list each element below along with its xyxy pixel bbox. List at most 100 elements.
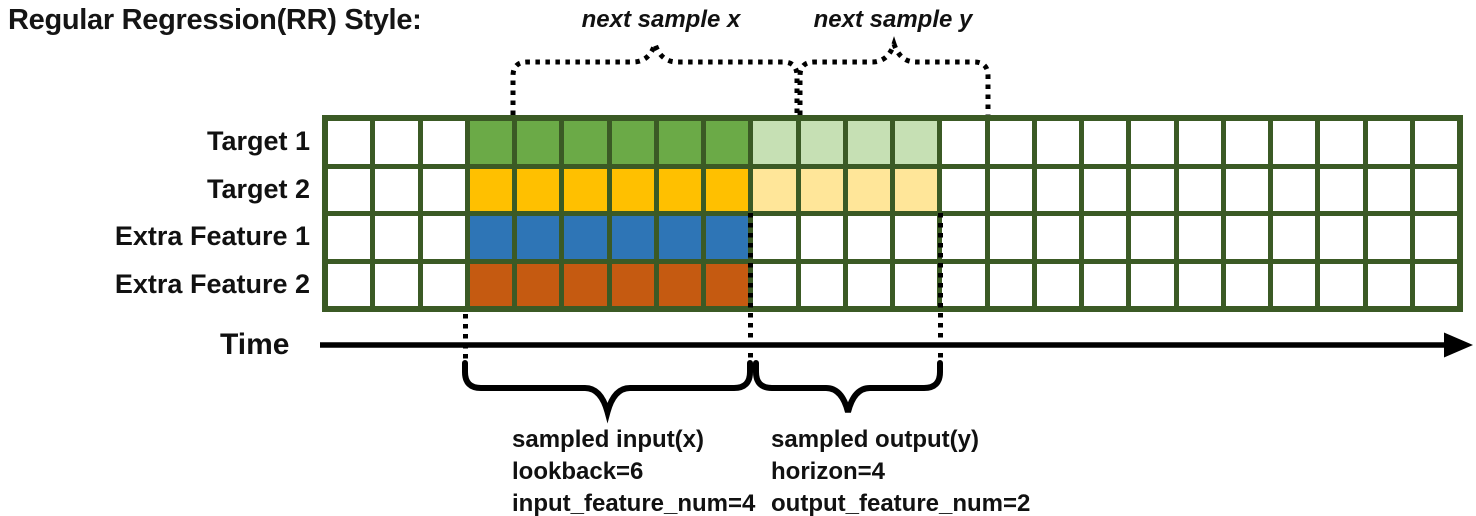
grid-cell-r2-c10-output [753,168,796,211]
grid-cell-r4-c5-input [517,263,560,306]
grid-cell-r1-c7-input [611,121,654,164]
grid-cell-r2-c23-empty [1367,168,1410,211]
grid-cell-r2-c5-input [517,168,560,211]
grid-cell-r1-c6-input [564,121,607,164]
grid-cell-r4-c22-empty [1320,263,1363,306]
grid-cell-r2-c6-input [564,168,607,211]
grid-cell-r4-c15-empty [989,263,1032,306]
grid-cell-r3-c5-input [517,216,560,259]
grid-cell-r2-c20-empty [1225,168,1268,211]
grid-cell-r1-c20-empty [1225,121,1268,164]
grid-cell-r2-c24-empty [1414,168,1457,211]
output-feature-num-value: output_feature_num=2 [771,490,1031,516]
grid-cell-r1-c8-input [658,121,701,164]
sampled-input-title: sampled input(x) [512,426,705,453]
grid-cell-r2-c12-output [847,168,890,211]
grid-cell-r1-c5-input [517,121,560,164]
grid-cell-r2-c22-empty [1320,168,1363,211]
grid-cell-r3-c8-input [658,216,701,259]
grid-cell-r4-c11-empty [800,263,843,306]
grid-cell-r3-c1-empty [328,216,371,259]
diagram-title: Regular Regression(RR) Style: [8,4,422,36]
grid-cell-r3-c3-empty [422,216,465,259]
grid-cell-r4-c4-input [469,263,512,306]
grid-cell-r2-c4-input [469,168,512,211]
grid-cell-r1-c24-empty [1414,121,1457,164]
next-sample-x-brace [510,36,800,115]
grid-cell-r2-c8-input [658,168,701,211]
grid-cell-r4-c1-empty [328,263,371,306]
grid-cell-r3-c2-empty [375,216,418,259]
grid-cell-r3-c21-empty [1273,216,1316,259]
sampled-output-title: sampled output(y) [771,426,979,453]
grid-cell-r4-c7-input [611,263,654,306]
grid-cell-r1-c2-empty [375,121,418,164]
grid-cell-r2-c16-empty [1036,168,1079,211]
grid-cell-r4-c17-empty [1084,263,1127,306]
sampled-output-caption: sampled output(y) horizon=4 output_featu… [771,424,1030,516]
grid-cell-r3-c16-empty [1036,216,1079,259]
grid-cell-r3-c12-empty [847,216,890,259]
grid-cell-r4-c20-empty [1225,263,1268,306]
grid-cell-r4-c16-empty [1036,263,1079,306]
grid-cell-r2-c13-output [895,168,938,211]
grid-cell-r1-c1-empty [328,121,371,164]
grid-cell-r1-c15-empty [989,121,1032,164]
grid-cell-r3-c13-empty [895,216,938,259]
horizon-value: horizon=4 [771,458,886,485]
grid-cell-r2-c9-input [706,168,749,211]
grid-cell-r1-c14-empty [942,121,985,164]
grid-cell-r1-c9-input [706,121,749,164]
grid-cell-r4-c8-input [658,263,701,306]
grid-cell-r1-c16-empty [1036,121,1079,164]
grid-cell-r2-c11-output [800,168,843,211]
grid-cell-r1-c4-input [469,121,512,164]
grid-cell-r1-c22-empty [1320,121,1363,164]
row-label-3: Extra Feature 1 [114,221,310,251]
grid-cell-r2-c3-empty [422,168,465,211]
grid [322,115,1463,312]
grid-cell-r3-c23-empty [1367,216,1410,259]
grid-cell-r1-c18-empty [1131,121,1174,164]
next-sample-y-brace [797,36,991,115]
sampled-input-brace [462,360,753,424]
grid-cell-r4-c2-empty [375,263,418,306]
grid-cell-r2-c14-empty [942,168,985,211]
grid-cell-r2-c15-empty [989,168,1032,211]
grid-cell-r2-c21-empty [1273,168,1316,211]
grid-cell-r1-c11-output [800,121,843,164]
grid-cell-r3-c20-empty [1225,216,1268,259]
grid-cell-r2-c18-empty [1131,168,1174,211]
grid-cell-r1-c17-empty [1084,121,1127,164]
lookback-value: lookback=6 [512,458,644,485]
grid-cell-r4-c24-empty [1414,263,1457,306]
grid-cell-r3-c11-empty [800,216,843,259]
grid-cell-r3-c24-empty [1414,216,1457,259]
grid-cell-r2-c2-empty [375,168,418,211]
input-feature-num-value: input_feature_num=4 [512,490,756,516]
grid-cell-r1-c23-empty [1367,121,1410,164]
next-sample-x-label: next sample x [581,6,741,33]
sampled-input-caption: sampled input(x) lookback=6 input_featur… [512,424,755,516]
grid-cell-r3-c6-input [564,216,607,259]
grid-cell-r2-c17-empty [1084,168,1127,211]
grid-cell-r1-c12-output [847,121,890,164]
grid-cell-r3-c18-empty [1131,216,1174,259]
grid-cell-r4-c14-empty [942,263,985,306]
row-label-1: Target 1 [206,126,310,156]
grid-cell-r4-c12-empty [847,263,890,306]
next-sample-y-label: next sample y [813,6,973,33]
grid-cell-r3-c22-empty [1320,216,1363,259]
grid-cell-r1-c10-output [753,121,796,164]
grid-cell-r4-c10-empty [753,263,796,306]
grid-cell-r3-c19-empty [1178,216,1221,259]
grid-cell-r4-c23-empty [1367,263,1410,306]
grid-cell-r1-c3-empty [422,121,465,164]
row-label-2: Target 2 [206,173,310,204]
grid-cell-r4-c9-input [706,263,749,306]
grid-cell-r4-c19-empty [1178,263,1221,306]
grid-cell-r4-c6-input [564,263,607,306]
grid-cell-r2-c7-input [611,168,654,211]
grid-cell-r3-c9-input [706,216,749,259]
